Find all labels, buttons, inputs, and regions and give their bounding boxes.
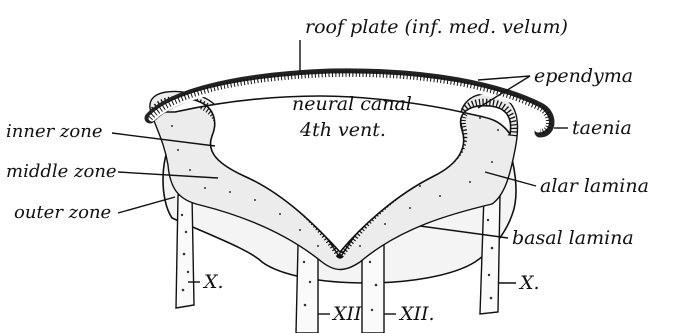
label-inner-zone: inner zone: [6, 121, 103, 142]
label-alar-lamina: alar lamina: [540, 175, 649, 197]
label-middle-zone: middle zone: [6, 161, 117, 182]
label-neural-canal-line2: 4th vent.: [299, 119, 386, 141]
label-taenia: taenia: [572, 117, 632, 139]
label-nerve-xii-left: XII: [331, 303, 362, 325]
nerve-root-xii-left: [296, 245, 318, 333]
label-ependyma: ependyma: [534, 65, 633, 87]
label-nerve-x-right: X.: [518, 272, 540, 294]
label-nerve-x-left: X.: [202, 271, 224, 293]
nerve-root-x-left: [176, 195, 194, 308]
label-basal-lamina: basal lamina: [512, 227, 634, 249]
label-outer-zone: outer zone: [14, 202, 111, 223]
label-nerve-xii-right: XII.: [398, 303, 435, 325]
label-roof-plate: roof plate (inf. med. velum): [305, 16, 568, 38]
nerve-root-x-right: [480, 195, 500, 314]
leader-ependyma-1: [478, 76, 530, 80]
label-neural-canal-line1: neural canal: [292, 93, 412, 115]
